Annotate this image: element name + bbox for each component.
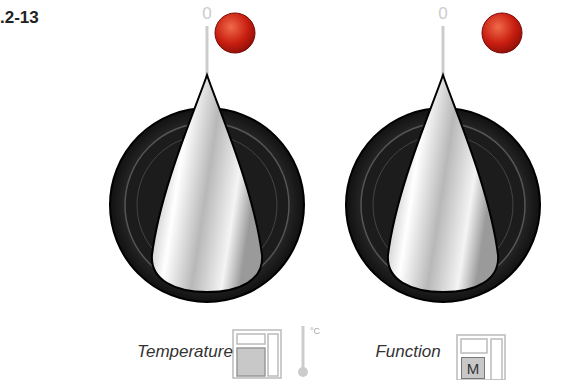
- figure-number: .2-13: [0, 8, 39, 28]
- mode-letter: M: [467, 360, 480, 377]
- knob-label: Function: [375, 342, 440, 362]
- oven-icon: [233, 330, 281, 378]
- thermometer-icon: [298, 326, 308, 377]
- oven-icon: [457, 335, 505, 380]
- unit-label: °C: [310, 326, 320, 336]
- function-knob: [346, 13, 540, 302]
- mode-box: M: [461, 357, 485, 379]
- zero-mark: 0: [438, 4, 447, 24]
- zero-mark: 0: [202, 4, 211, 24]
- knob-label: Temperature: [137, 342, 233, 362]
- temperature-knob: [110, 13, 304, 302]
